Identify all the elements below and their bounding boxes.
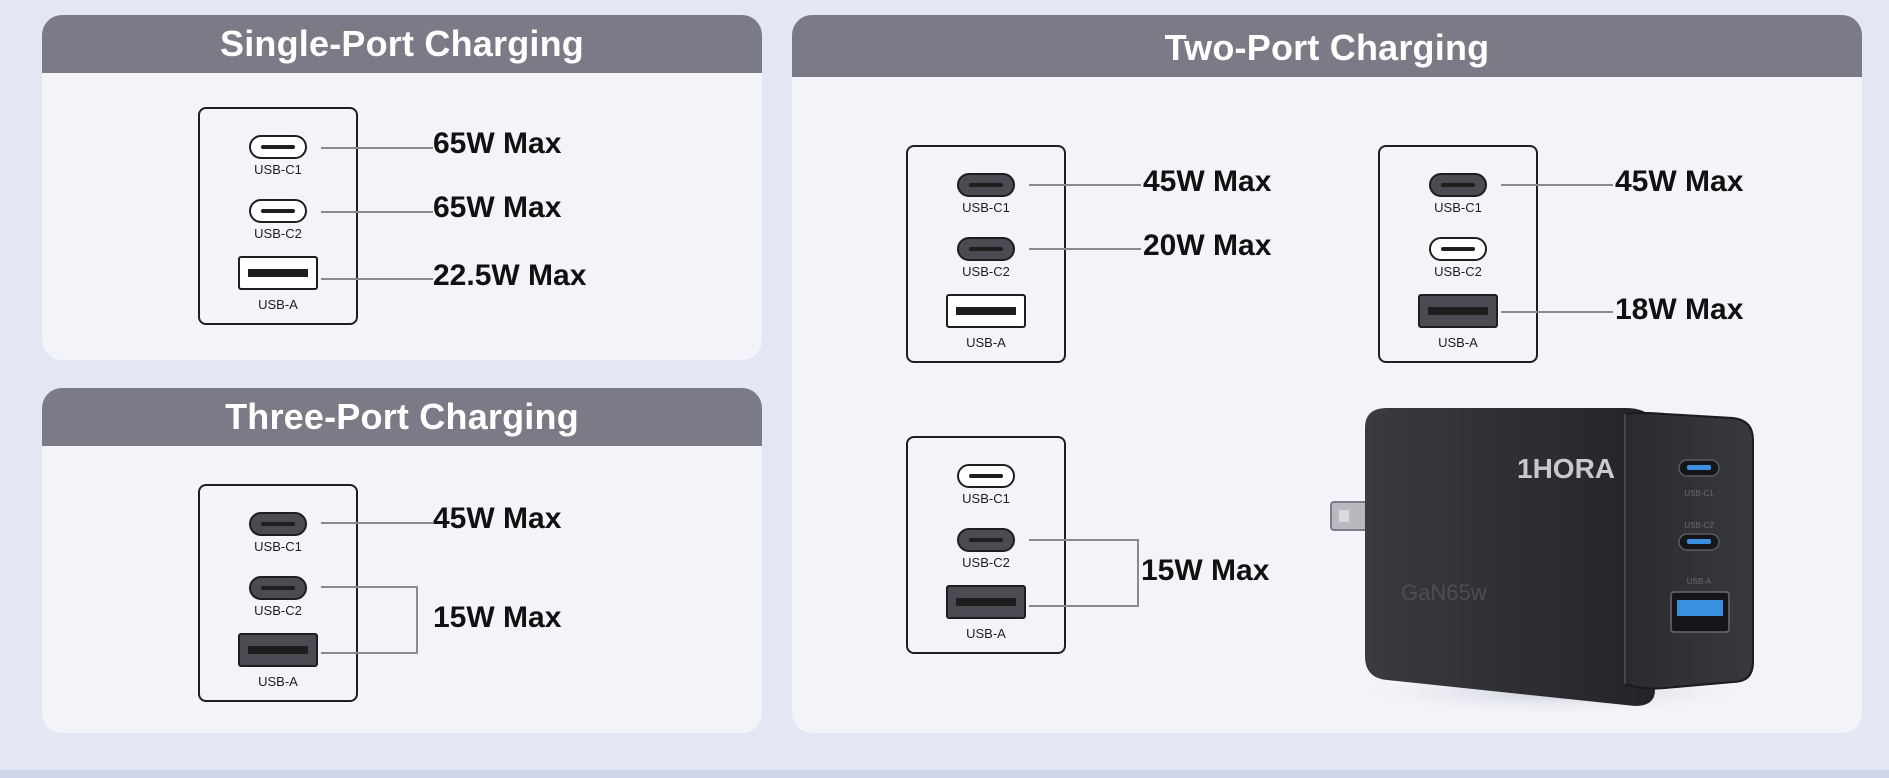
leader-line: [321, 147, 433, 149]
usb-c2-port-icon: [957, 528, 1015, 552]
charger-brand-text: 1HORA: [1517, 453, 1615, 484]
usb-c1-port-icon: [1429, 173, 1487, 197]
leader-line: [321, 278, 433, 280]
usb-c1-watt: 45W Max: [433, 502, 562, 535]
usb-a-port-icon: [1418, 294, 1498, 328]
usb-c2-label: USB-C2: [962, 264, 1010, 279]
leader-line: [1029, 605, 1139, 607]
charger-illustration: 1HORA GaN65w USB-C1 USB-C2 USB-A: [1330, 408, 1765, 716]
usb-a-watt: 22.5W Max: [433, 259, 587, 292]
usb-c2-label: USB-C2: [1434, 264, 1482, 279]
usb-c1-label: USB-C1: [1434, 200, 1482, 215]
usb-c1-port-icon: [957, 173, 1015, 197]
bracket-line: [416, 586, 418, 654]
leader-line: [321, 522, 433, 524]
two-port-title: Two-Port Charging: [792, 15, 1862, 77]
two-port-diagram-3: USB-C1 USB-C2 USB-A: [906, 436, 1066, 654]
usb-c1-port-icon: [249, 135, 307, 159]
leader-line: [1501, 184, 1613, 186]
leader-line: [321, 211, 433, 213]
shared-watt: 15W Max: [1141, 554, 1270, 587]
usb-a-port-icon: [946, 294, 1026, 328]
usb-c2-port-icon: [249, 199, 307, 223]
usb-a-label: USB-A: [966, 626, 1006, 641]
usb-c1-label: USB-C1: [962, 200, 1010, 215]
two-port-diagram-2: USB-C1 USB-C2 USB-A: [1378, 145, 1538, 363]
usb-a-label: USB-A: [1438, 335, 1478, 350]
usb-c1-watt: 45W Max: [1615, 165, 1744, 198]
single-port-panel: Single-Port Charging USB-C1 USB-C2 USB-A…: [42, 15, 762, 360]
usb-c2-watt: 20W Max: [1143, 229, 1272, 262]
usb-c2-port-icon: [1429, 237, 1487, 261]
leader-line: [1029, 184, 1141, 186]
single-port-title: Single-Port Charging: [42, 15, 762, 73]
charger-model-text: GaN65w: [1401, 580, 1487, 605]
usb-a-label: USB-A: [258, 297, 298, 312]
usb-c1-port-icon: [249, 512, 307, 536]
usb-a-port-icon: [238, 256, 318, 290]
usb-a-port-icon: [946, 585, 1026, 619]
usb-a-port-icon: [238, 633, 318, 667]
usb-a-label: USB-A: [966, 335, 1006, 350]
bracket-line: [1137, 539, 1139, 607]
charger-port-label-c2: USB-C2: [1684, 521, 1714, 530]
usb-c2-label: USB-C2: [254, 226, 302, 241]
single-port-diagram: USB-C1 USB-C2 USB-A: [198, 107, 358, 325]
usb-c1-label: USB-C1: [254, 162, 302, 177]
leader-line: [1029, 248, 1141, 250]
usb-a-label: USB-A: [258, 674, 298, 689]
usb-c1-label: USB-C1: [254, 539, 302, 554]
charger-port-label-a: USB-A: [1687, 577, 1712, 586]
three-port-title: Three-Port Charging: [42, 388, 762, 446]
charger-product-image: 1HORA GaN65w USB-C1 USB-C2 USB-A: [1325, 400, 1775, 740]
leader-line: [321, 652, 418, 654]
usb-c2-watt: 65W Max: [433, 191, 562, 224]
usb-c1-port-icon: [957, 464, 1015, 488]
usb-c2-label: USB-C2: [254, 603, 302, 618]
usb-a-watt: 18W Max: [1615, 293, 1744, 326]
two-port-diagram-1: USB-C1 USB-C2 USB-A: [906, 145, 1066, 363]
leader-line: [1501, 311, 1613, 313]
usb-c1-watt: 65W Max: [433, 127, 562, 160]
usb-c1-watt: 45W Max: [1143, 165, 1272, 198]
two-port-panel: Two-Port Charging USB-C1 USB-C2 USB-A 45…: [792, 15, 1862, 733]
leader-line: [321, 586, 418, 588]
bottom-strip: [0, 770, 1889, 778]
usb-c2-label: USB-C2: [962, 555, 1010, 570]
charger-port-label-c1: USB-C1: [1684, 489, 1714, 498]
usb-c2-port-icon: [249, 576, 307, 600]
usb-c2-port-icon: [957, 237, 1015, 261]
three-port-diagram: USB-C1 USB-C2 USB-A: [198, 484, 358, 702]
shared-watt: 15W Max: [433, 601, 562, 634]
usb-c1-label: USB-C1: [962, 491, 1010, 506]
three-port-panel: Three-Port Charging USB-C1 USB-C2 USB-A …: [42, 388, 762, 733]
leader-line: [1029, 539, 1139, 541]
